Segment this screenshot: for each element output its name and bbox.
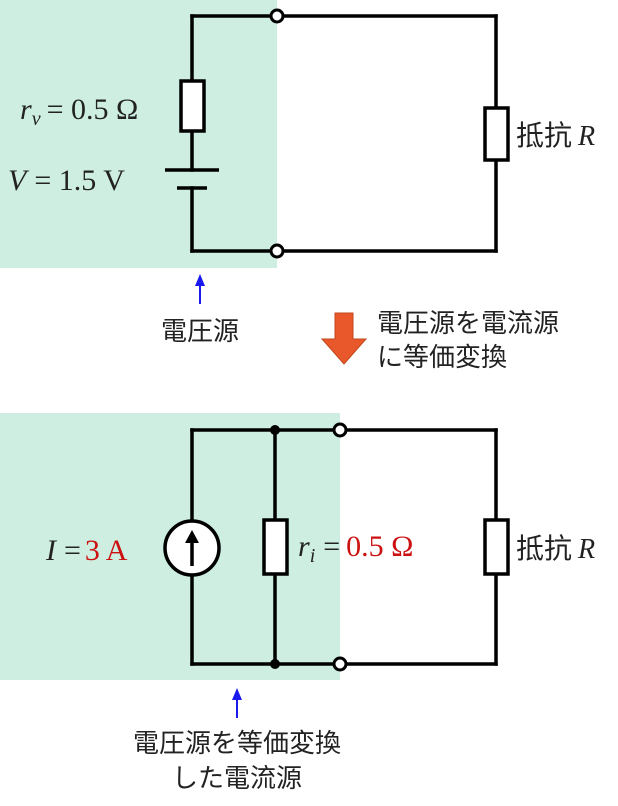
current-source-symbol — [163, 519, 221, 577]
junction-lower — [270, 659, 280, 669]
terminal-bottom-upper — [332, 422, 348, 438]
terminal-bottom-lower — [332, 656, 348, 672]
load-resistor-bottom — [483, 518, 510, 576]
top-wires — [190, 14, 498, 253]
rv-label: rv= 0.5 Ω — [20, 93, 138, 130]
terminal-top-lower — [269, 243, 285, 259]
internal-resistor-rv — [179, 79, 206, 133]
internal-resistor-ri — [262, 518, 289, 576]
voltage-source-region — [0, 0, 277, 268]
transform-caption-line2: に等価変換 — [377, 343, 507, 373]
pointer-arrow-top — [195, 274, 205, 304]
current-label: I=3 A — [45, 534, 128, 567]
v-label: V= 1.5 V — [8, 164, 125, 197]
bottom-wires — [190, 428, 498, 666]
current-source-caption-line2: した電流源 — [172, 764, 302, 794]
ri-label: ri=0.5 Ω — [298, 530, 413, 567]
junction-upper — [270, 425, 280, 435]
transform-arrow — [320, 312, 368, 365]
battery-symbol — [165, 168, 219, 190]
transform-caption-line1: 電圧源を電流源 — [377, 309, 559, 339]
voltage-source-caption: 電圧源 — [161, 317, 239, 347]
load-resistor-top — [483, 106, 510, 162]
terminal-top-upper — [269, 8, 285, 24]
pointer-arrow-bottom — [232, 688, 242, 718]
current-source-caption-line1: 電圧源を等価変換 — [133, 729, 341, 759]
